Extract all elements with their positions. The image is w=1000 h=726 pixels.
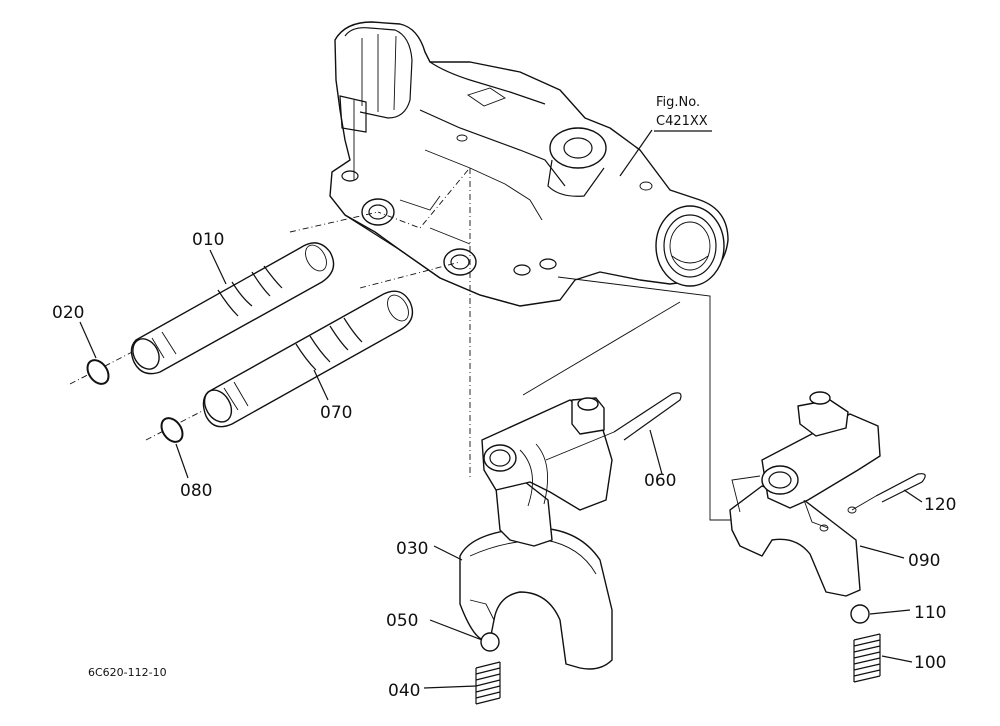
ball-110: [850, 604, 870, 624]
fig-number: C421XX: [656, 114, 708, 129]
callout-080: 080: [180, 481, 212, 501]
shaft-070: [145, 290, 414, 441]
gear-housing: [329, 21, 729, 307]
split-pin-060: [545, 392, 682, 461]
callout-040: 040: [388, 681, 420, 701]
callout-010: 010: [192, 230, 224, 250]
ball-050: [480, 632, 500, 652]
shaft-010: [69, 242, 335, 385]
callout-070: 070: [320, 403, 352, 423]
callout-090: 090: [908, 551, 940, 571]
callout-020: 020: [52, 303, 84, 323]
callout-060: 060: [644, 471, 676, 491]
callout-050: 050: [386, 611, 418, 631]
spring-100: [853, 633, 881, 683]
o-ring-080: [160, 417, 184, 443]
spring-040: [475, 661, 501, 705]
callout-120: 120: [924, 495, 956, 515]
callout-100: 100: [914, 653, 946, 673]
fig-label: Fig.No.: [656, 95, 700, 110]
shift-fork-090: [729, 391, 881, 597]
callout-030: 030: [396, 539, 428, 559]
callout-110: 110: [914, 603, 946, 623]
shift-fork-030: [459, 397, 613, 670]
o-ring-020: [86, 359, 110, 385]
split-pin-120: [851, 473, 926, 511]
drawing-code: 6C620-112-10: [88, 666, 167, 679]
